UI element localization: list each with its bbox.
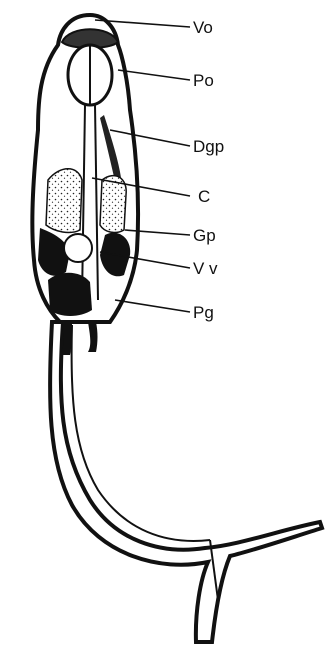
labels: Vo Po Dgp C Gp V v Pg bbox=[193, 18, 224, 322]
ventral-vesicle bbox=[64, 234, 92, 262]
label-c: C bbox=[198, 187, 210, 206]
leader-pg bbox=[115, 300, 190, 312]
tail bbox=[50, 322, 322, 642]
pedal-gland bbox=[48, 273, 92, 316]
label-gp: Gp bbox=[193, 226, 216, 245]
stippled-region-left bbox=[46, 169, 82, 233]
label-vo: Vo bbox=[193, 18, 213, 37]
label-vv: V v bbox=[193, 259, 218, 278]
label-pg: Pg bbox=[193, 303, 214, 322]
leader-po bbox=[118, 70, 190, 80]
body bbox=[32, 15, 138, 355]
label-po: Po bbox=[193, 71, 214, 90]
label-dgp: Dgp bbox=[193, 137, 224, 156]
